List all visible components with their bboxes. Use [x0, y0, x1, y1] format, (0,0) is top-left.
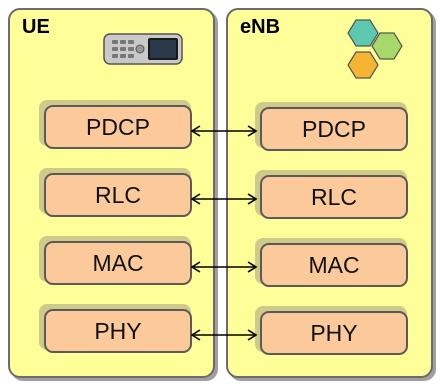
- rlc-link-arrow: [190, 193, 258, 205]
- mac-link-arrow: [190, 261, 258, 273]
- phy-link-arrow: [190, 329, 258, 341]
- enb-layer-rlc: RLC: [260, 175, 408, 219]
- enb-title: eNB: [240, 16, 281, 38]
- pdcp-link-arrow: [190, 125, 258, 137]
- ue-layer-mac: MAC: [44, 241, 192, 285]
- enb-layer-pdcp: PDCP: [260, 107, 408, 151]
- mobile-phone-icon: [103, 33, 183, 65]
- ue-panel: UE PDCP RLC MAC PHY: [8, 8, 215, 378]
- enb-panel: eNB PDCP RLC MAC PHY: [226, 8, 433, 378]
- enb-layer-mac: MAC: [260, 243, 408, 287]
- ue-layer-pdcp: PDCP: [44, 105, 192, 149]
- ue-layer-phy: PHY: [44, 309, 192, 353]
- enb-layer-phy: PHY: [260, 311, 408, 355]
- ue-title: UE: [22, 16, 50, 38]
- hexagon-cluster-icon: [347, 19, 403, 79]
- ue-layer-rlc: RLC: [44, 173, 192, 217]
